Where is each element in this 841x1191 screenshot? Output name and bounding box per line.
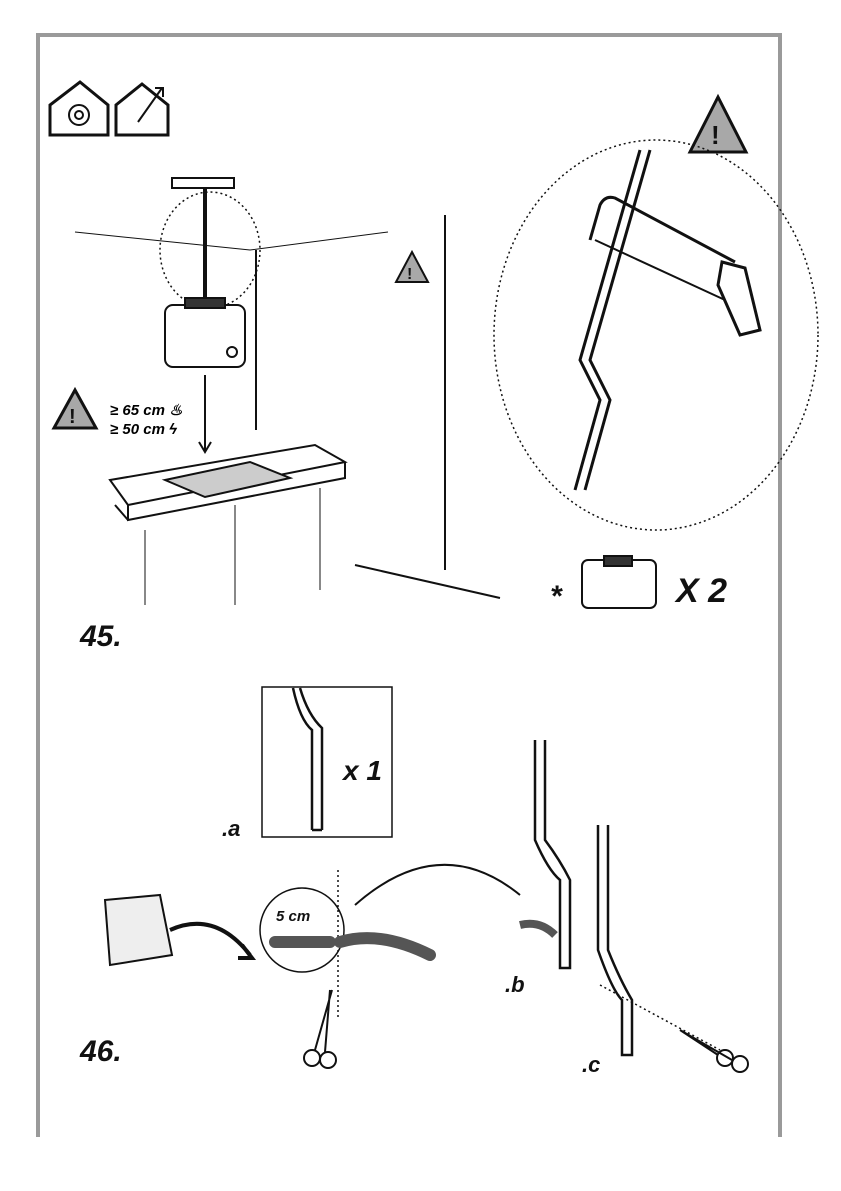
part-a-quantity: x 1	[343, 755, 382, 786]
svg-text:!: !	[69, 406, 76, 428]
warning-icon: !	[51, 386, 99, 430]
scissors-icon	[679, 1029, 749, 1073]
cut-length: 5 cm	[276, 908, 311, 925]
part-b-label: .b	[505, 972, 525, 997]
distance-electric: ≥ 50 cm	[110, 421, 165, 438]
recirculation-house-icon	[48, 80, 110, 137]
scissors-icon	[303, 989, 337, 1069]
svg-text:!: !	[711, 120, 720, 150]
svg-text:!: !	[407, 266, 412, 283]
page-frame	[36, 33, 782, 1137]
quantity-label: X 2	[676, 572, 728, 610]
warning-icon: !	[687, 93, 749, 154]
asterisk: *	[550, 580, 562, 613]
warning-icon: !	[394, 249, 430, 283]
exhaust-house-icon	[114, 82, 170, 137]
electric-icon: ϟ	[169, 421, 178, 438]
part-a-label: .a	[222, 816, 241, 841]
gas-flame-icon: ♨	[169, 402, 183, 419]
part-c-label: .c	[582, 1052, 601, 1077]
step-number-45: 45.	[80, 620, 122, 653]
step-number-46: 46.	[80, 1035, 122, 1068]
hacksaw-icon	[588, 195, 762, 337]
distance-labels: ≥ 65 cm ♨ ≥ 50 cm ϟ	[110, 401, 183, 439]
distance-gas: ≥ 65 cm	[110, 402, 165, 419]
